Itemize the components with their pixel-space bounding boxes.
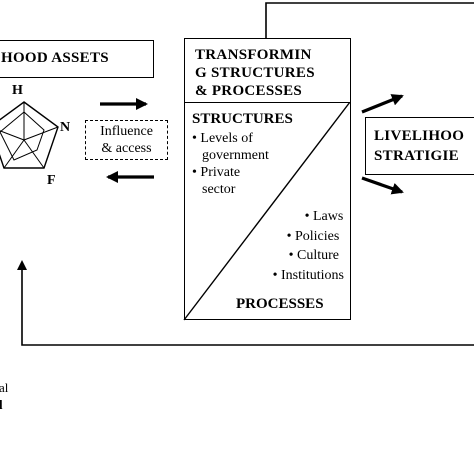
influence-line-1: Influence bbox=[100, 124, 153, 139]
vertex-label-f: F bbox=[47, 173, 56, 188]
transforming-title-line-3: & PROCESSES bbox=[195, 83, 303, 99]
transforming-title-line-1: TRANSFORMIN bbox=[195, 47, 312, 63]
vertex-label-h: H bbox=[12, 83, 23, 98]
livelihood-strategies-box: LIVELIHOO STRATIGIE bbox=[365, 117, 474, 175]
arrow-to-strategies-lower bbox=[361, 176, 404, 195]
livelihood-assets-box: HOOD ASSETS bbox=[0, 40, 154, 78]
livelihood-assets-title: HOOD ASSETS bbox=[1, 50, 109, 66]
structures-item: sector bbox=[202, 182, 236, 197]
processes-item: • Culture bbox=[288, 248, 339, 263]
top-feedback-line bbox=[265, 2, 474, 38]
bottom-left-line-1: al bbox=[0, 380, 9, 395]
strategies-line-2: STRATIGIE bbox=[374, 148, 459, 164]
structures-list: • Levels of government • Private sector bbox=[192, 130, 269, 198]
influence-line-2: & access bbox=[101, 141, 152, 156]
processes-heading: PROCESSES bbox=[236, 296, 324, 312]
processes-item: • Institutions bbox=[272, 267, 344, 283]
processes-item: • Policies bbox=[286, 228, 340, 244]
bottom-feedback-line bbox=[17, 260, 474, 346]
influence-access-box: Influence & access bbox=[85, 120, 168, 160]
bottom-left-fragment: al l bbox=[0, 379, 8, 413]
arrow-to-strategies-upper bbox=[361, 94, 404, 114]
structures-processes-divider bbox=[183, 101, 351, 321]
transforming-title-line-2: G STRUCTURES bbox=[195, 65, 315, 81]
structures-item: • Levels of bbox=[192, 131, 253, 146]
structures-heading: STRUCTURES bbox=[192, 111, 293, 127]
strategies-line-1: LIVELIHOO bbox=[374, 128, 465, 144]
structures-processes-box bbox=[184, 102, 351, 320]
processes-list: • Laws • Policies • Culture • Institutio… bbox=[273, 207, 344, 285]
vertex-label-n: N bbox=[60, 120, 71, 135]
bottom-left-line-2: l bbox=[0, 397, 3, 412]
asset-pentagon bbox=[0, 101, 59, 169]
structures-item: • Private bbox=[192, 165, 241, 180]
structures-item: government bbox=[202, 148, 269, 163]
transforming-title-box: TRANSFORMIN G STRUCTURES & PROCESSES bbox=[184, 38, 351, 102]
processes-item: • Laws bbox=[304, 209, 344, 224]
